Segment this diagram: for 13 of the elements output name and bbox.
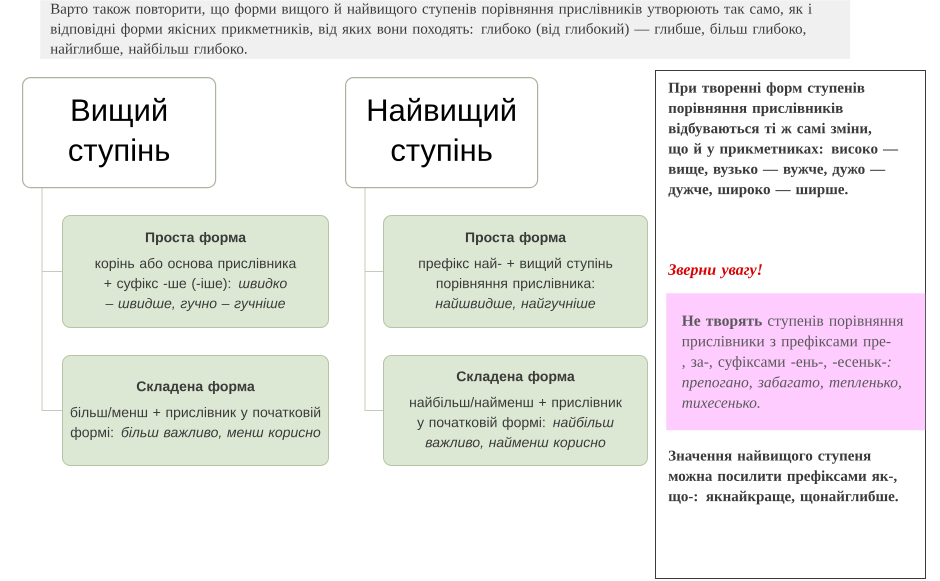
connector-line bbox=[364, 188, 384, 411]
intro-paragraph: Варто також повторити, що форми вищого й найвищого ступенів порівняння прислівників утворюють так само, як і відповідні форми якісних прикметників, від яких вони походять: глибоко (від глибокий) — глибше, більш глибоко, найглибше, найбільш глибоко. bbox=[40, 0, 850, 59]
warning-note: Зверни увагу! bbox=[668, 264, 762, 278]
form-box: Складена форма найбільш/найменш + прислівник у початковій формі: найбільш важливо, найменш корисно bbox=[383, 355, 648, 466]
note-paragraph: При творенні форм ступенів порівняння прислівників відбуваються ті ж самі зміни, що й у прикметниках: високо — вище, вузько — вужче, дужо — дужче, широко — ширше. bbox=[668, 82, 898, 198]
heading-box: Найвищий ступінь bbox=[345, 77, 538, 188]
form-box: Проста форма корінь або основа прислівника + суфікс -ше (-іше): швидко – швидше, гучно – гучніше bbox=[62, 215, 329, 328]
note-paragraph: Значення найвищого ступеня можна посилити префіксами як-, що-: якнайкраще, щонайглибше. bbox=[668, 450, 898, 504]
highlight-band: Не творять ступенів порівняння прислівники з префіксами пре-, за-, суфіксами -ень-, -есеньк-: препогано, забагато, тепленько, тихесенько. bbox=[666, 293, 926, 430]
form-box: Проста форма префікс най- + вищий ступінь порівняння прислівника: найшвидше, найгучніше bbox=[383, 215, 648, 328]
form-box: Складена форма більш/менш + прислівник у початковій формі: більш важливо, менш корисно bbox=[62, 355, 329, 466]
connector-line bbox=[42, 188, 62, 411]
heading-box: Вищий ступінь bbox=[22, 77, 216, 188]
